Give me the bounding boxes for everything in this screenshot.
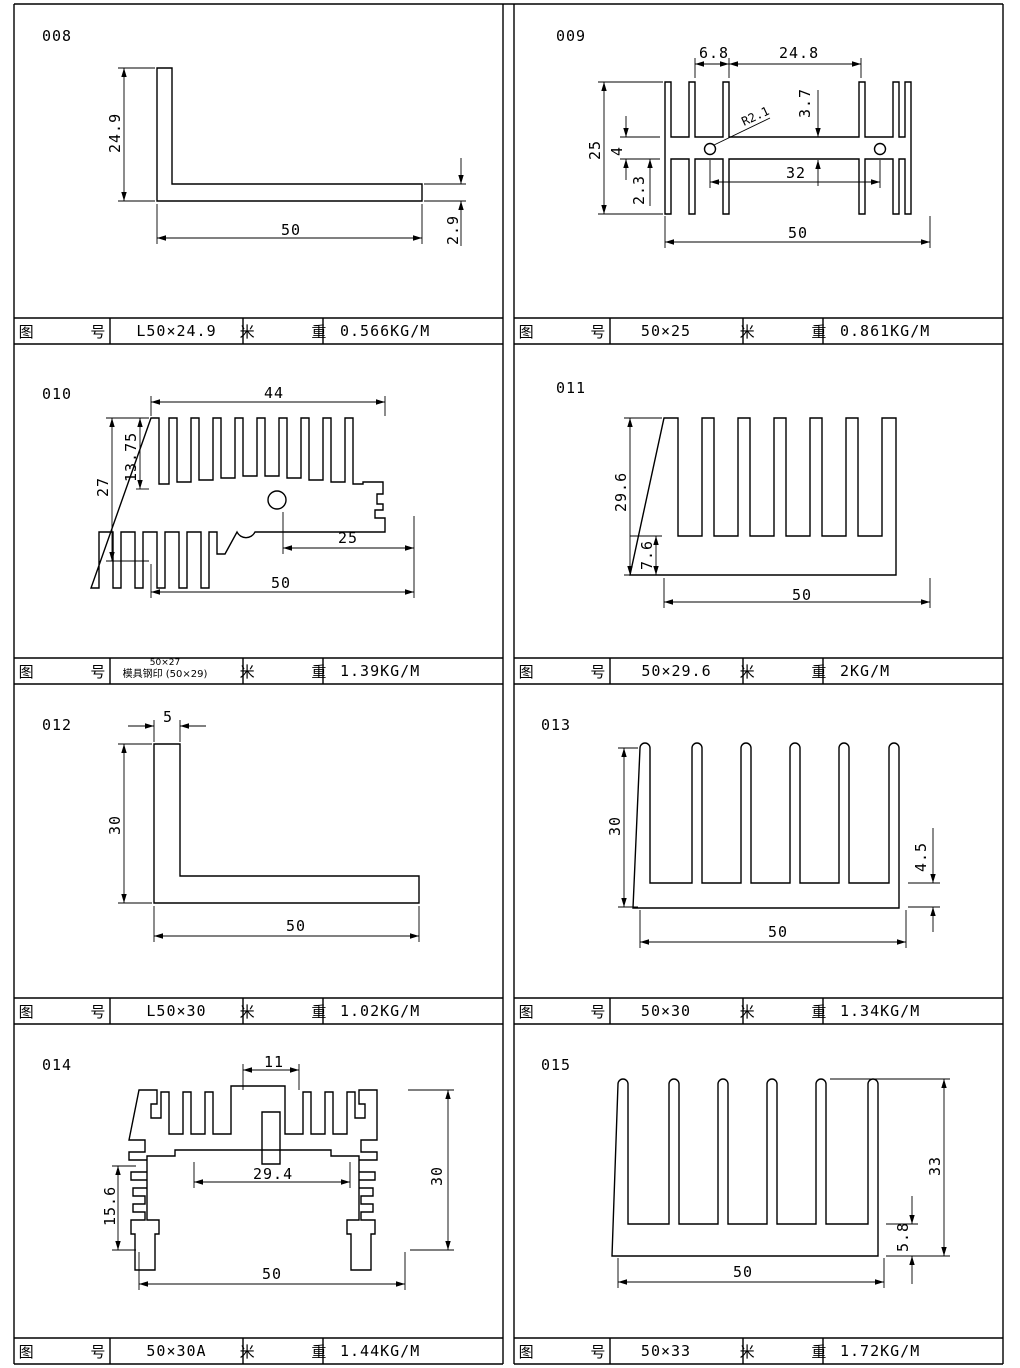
dim-015-height: 33 xyxy=(926,1156,944,1176)
drawing-no-014: 50×30A xyxy=(146,1342,207,1360)
weight-009: 0.861KG/M xyxy=(840,322,931,340)
dim-011-height: 29.6 xyxy=(612,472,630,512)
dim-014-center: 11 xyxy=(264,1053,284,1071)
profile-id-010: 010 xyxy=(42,385,73,403)
profile-008-outline xyxy=(157,68,422,201)
profile-013-outline xyxy=(633,743,899,908)
dim-009-height: 25 xyxy=(586,140,604,160)
weight-015: 1.72KG/M xyxy=(840,1342,921,1360)
dim-015-base: 5.8 xyxy=(894,1222,912,1252)
label-drawing-no-012: 图 号 xyxy=(18,1002,132,1021)
dim-011-width: 50 xyxy=(792,586,812,604)
profile-015: 33 5.8 50 xyxy=(612,1079,950,1288)
drawing-no-015: 50×33 xyxy=(640,1342,692,1360)
profile-012: 5 30 50 xyxy=(106,708,419,942)
dim-009-base: 32 xyxy=(786,164,806,182)
profile-014-outline xyxy=(129,1086,377,1270)
drawing-no-011: 50×29.6 xyxy=(641,662,712,680)
dim-008-thickness: 2.9 xyxy=(444,215,462,245)
profile-009: 25 6.8 24.8 50 32 3.7 R2.1 4 2.3 xyxy=(586,44,930,248)
label-weight-010: 米 重 xyxy=(239,662,353,681)
profile-014: 11 29.4 30 15.6 50 xyxy=(101,1053,454,1290)
drawing-no-010: 50×27 模具钢印 (50×29) xyxy=(112,658,218,680)
dim-009-slot: 4 xyxy=(608,146,626,156)
label-drawing-no-011: 图 号 xyxy=(518,662,632,681)
profile-id-009: 009 xyxy=(556,27,587,45)
profile-id-015: 015 xyxy=(541,1056,572,1074)
profile-008: 24.9 50 2.9 xyxy=(106,68,466,246)
dim-012-thickness: 5 xyxy=(163,708,173,726)
dim-012-height: 30 xyxy=(106,815,124,835)
label-drawing-no-013: 图 号 xyxy=(518,1002,632,1021)
label-weight-015: 米 重 xyxy=(739,1342,853,1361)
profile-010-outline xyxy=(91,418,385,588)
profile-011-outline xyxy=(630,418,896,575)
profile-id-014: 014 xyxy=(42,1056,73,1074)
dim-014-width: 50 xyxy=(262,1265,282,1283)
dim-014-side: 15.6 xyxy=(101,1186,119,1226)
dim-010-width: 50 xyxy=(271,574,291,592)
dim-010-upper: 13.75 xyxy=(122,432,140,482)
label-drawing-no-014: 图 号 xyxy=(18,1342,132,1361)
drawing-no-009: 50×25 xyxy=(640,322,692,340)
weight-013: 1.34KG/M xyxy=(840,1002,921,1020)
dim-009-span: 24.8 xyxy=(779,44,819,62)
profile-012-outline xyxy=(154,744,419,903)
dim-009-rib: 3.7 xyxy=(796,88,814,118)
dim-009-width: 50 xyxy=(788,224,808,242)
drawing-no-008: L50×24.9 xyxy=(136,322,217,340)
label-weight-008: 米 重 xyxy=(239,322,353,341)
dim-012-width: 50 xyxy=(286,917,306,935)
profile-id-012: 012 xyxy=(42,716,73,734)
profile-015-outline xyxy=(612,1079,878,1256)
weight-010: 1.39KG/M xyxy=(340,662,421,680)
profile-id-011: 011 xyxy=(556,379,587,397)
drawing-no-010-size: 50×27 xyxy=(149,658,181,668)
dim-015-width: 50 xyxy=(733,1263,753,1281)
weight-008: 0.566KG/M xyxy=(340,322,431,340)
dim-013-base: 4.5 xyxy=(912,842,930,872)
label-weight-011: 米 重 xyxy=(739,662,853,681)
weight-014: 1.44KG/M xyxy=(340,1342,421,1360)
dim-010-height: 27 xyxy=(94,477,112,497)
label-weight-009: 米 重 xyxy=(739,322,853,341)
drawing-no-010-note: 模具钢印 (50×29) xyxy=(122,669,208,680)
profile-009-outline xyxy=(665,82,911,214)
label-drawing-no-008: 图 号 xyxy=(18,322,132,341)
dim-009-pitch: 6.8 xyxy=(699,44,729,62)
profile-id-008: 008 xyxy=(42,27,73,45)
label-weight-014: 米 重 xyxy=(239,1342,353,1361)
drawing-no-013: 50×30 xyxy=(640,1002,692,1020)
profile-010: 44 27 13.75 25 50 xyxy=(91,384,414,598)
label-drawing-no-015: 图 号 xyxy=(518,1342,632,1361)
profile-011: 29.6 7.6 50 xyxy=(612,418,930,608)
label-drawing-no-009: 图 号 xyxy=(518,322,632,341)
profile-013: 30 4.5 50 xyxy=(606,743,940,948)
label-drawing-no-010: 图 号 xyxy=(18,662,132,681)
weight-012: 1.02KG/M xyxy=(340,1002,421,1020)
dim-014-span: 29.4 xyxy=(253,1165,293,1183)
weight-011: 2KG/M xyxy=(840,662,891,680)
frame-lines xyxy=(14,4,1003,1364)
dim-010-top: 44 xyxy=(264,384,284,402)
drawing-no-012: L50×30 xyxy=(146,1002,207,1020)
dim-008-height: 24.9 xyxy=(106,113,124,153)
dim-008-width: 50 xyxy=(281,221,301,239)
dim-010-offset: 25 xyxy=(338,529,358,547)
dim-009-foot: 2.3 xyxy=(630,175,648,205)
dim-013-height: 30 xyxy=(606,816,624,836)
label-weight-012: 米 重 xyxy=(239,1002,353,1021)
profile-id-013: 013 xyxy=(541,716,572,734)
dim-011-base: 7.6 xyxy=(638,540,656,570)
dim-013-width: 50 xyxy=(768,923,788,941)
label-weight-013: 米 重 xyxy=(739,1002,853,1021)
dim-014-height: 30 xyxy=(428,1166,446,1186)
